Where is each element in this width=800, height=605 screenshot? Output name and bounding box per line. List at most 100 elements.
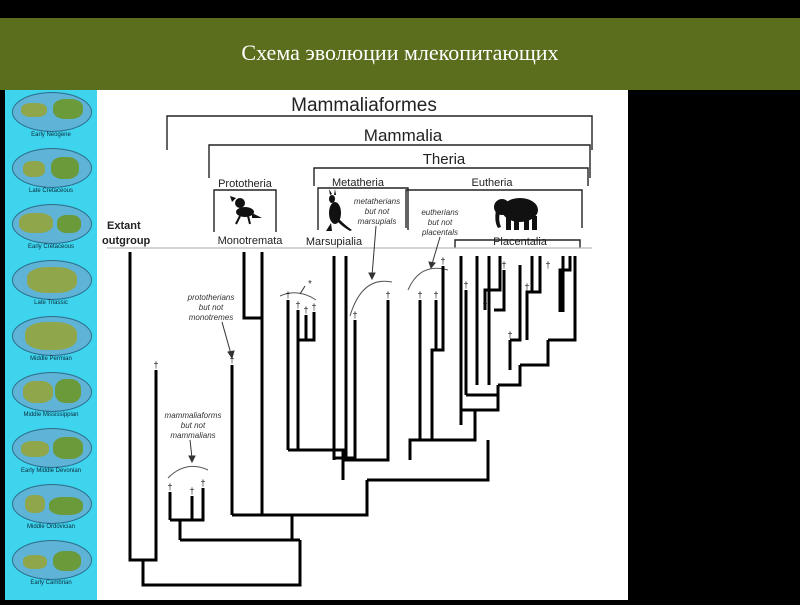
extinct-dagger: †	[524, 282, 529, 292]
branch-mammaliaforms-inner	[168, 492, 194, 522]
kangaroo-icon	[326, 189, 352, 231]
mammaliaformes-bracket	[166, 115, 593, 150]
globe-label: Late Triassic	[34, 300, 68, 306]
annotation-eutherians: placentals	[421, 228, 458, 237]
annotation-metatherians: but not	[365, 207, 390, 216]
annotation-prototherians: prototherians	[187, 293, 235, 302]
metatheria-bracket	[317, 187, 409, 230]
extant-outgroup-label: Extant	[107, 220, 141, 232]
globe-label: Early Middle Devonian	[20, 468, 82, 474]
globe-map-icon	[12, 148, 92, 188]
annotation-arrow	[299, 285, 306, 295]
globe-map-icon	[12, 92, 92, 132]
extinct-dagger: †	[167, 482, 172, 492]
extinct-arc	[279, 292, 317, 301]
globe-label: Middle Ordovician	[26, 524, 76, 530]
theria-bracket	[313, 167, 589, 186]
elephant-icon	[494, 198, 538, 230]
globe-label: Middle Permian	[30, 356, 72, 362]
branch-placentalia-a	[475, 385, 500, 412]
globe-map-icon	[12, 204, 92, 244]
extant-outgroup-label: outgroup	[102, 235, 151, 247]
annotation-metatherians: marsupials	[358, 217, 397, 226]
extinct-dagger: †	[295, 300, 300, 310]
phylogeny-diagram: Mammaliaformes Mammalia Theria Protother…	[102, 95, 593, 587]
phylogeny-panel: Mammaliaformes Mammalia Theria Protother…	[97, 90, 628, 600]
branch-mammalia	[290, 480, 369, 540]
extinct-dagger: †	[545, 260, 550, 270]
extinct-dagger: †	[303, 305, 308, 315]
branch-placentalia-f	[548, 256, 577, 342]
globe-map-icon	[12, 316, 92, 356]
theria-label: Theria	[423, 151, 466, 168]
mammaliaformes-label: Mammaliaformes	[291, 95, 437, 116]
branch-theria	[367, 440, 490, 482]
cladogram	[128, 252, 577, 587]
annotation-arrow	[221, 321, 232, 355]
globe-label: Late Cretaceous	[28, 188, 74, 194]
globe-map-icon	[12, 540, 92, 580]
platypus-icon	[230, 196, 262, 225]
eutheria-bracket	[405, 189, 583, 228]
placentalia-label: Placentalia	[493, 236, 548, 248]
mammalia-bracket	[208, 144, 591, 178]
extinct-dagger: †	[507, 330, 512, 340]
branch-placentalia-b	[464, 256, 498, 397]
branch-eutheria	[408, 410, 477, 460]
extinct-arc	[167, 465, 209, 479]
branch-placentalia-d	[483, 256, 506, 312]
placentalia-bracket	[454, 239, 581, 248]
branch-outgroup	[128, 252, 158, 562]
branch-monotremata	[242, 252, 264, 515]
extinct-dagger: †	[417, 290, 422, 300]
extinct-dagger: †	[200, 478, 205, 488]
extinct-dagger: †	[433, 290, 438, 300]
branch-placentalia-e	[520, 256, 550, 367]
extinct-dagger: †	[501, 260, 506, 270]
globe-label: Middle Mississippian	[23, 412, 79, 418]
globe-map-icon	[12, 260, 92, 300]
annotation-mammaliaforms: mammalians	[170, 431, 215, 440]
extinct-dagger: †	[189, 486, 194, 496]
slide-title: Схема эволюции млекопитающих	[241, 40, 559, 65]
branch-marsupialia	[332, 256, 357, 460]
branch-extinct-metatheria	[296, 310, 316, 450]
monotremata-label: Monotremata	[218, 235, 284, 247]
extinct-dagger: †	[440, 256, 445, 266]
annotation-arrow	[431, 236, 441, 265]
prototheria-label: Prototheria	[218, 178, 273, 190]
extinct-dagger: †	[385, 290, 390, 300]
title-bar: Схема эволюции млекопитающих	[0, 18, 800, 90]
branch-metatheria	[341, 300, 390, 480]
annotation-prototherians: but not	[199, 303, 224, 312]
extinct-dagger: †	[229, 355, 234, 365]
annotation-arrow	[189, 439, 193, 459]
branch-extinct-eutheria	[418, 266, 445, 440]
annotation-prototherians: monotremes	[189, 313, 233, 322]
globe-map-icon	[12, 372, 92, 412]
branch-root	[141, 540, 302, 587]
extinct-dagger: †	[311, 302, 316, 312]
paleogeography-strip: Early Neogene Late Cretaceous Early Cret…	[5, 90, 97, 600]
extinct-dagger: †	[153, 360, 158, 370]
extinct-dagger: †	[463, 280, 468, 290]
eutheria-label: Eutheria	[472, 177, 514, 189]
annotation-eutherians: but not	[428, 218, 453, 227]
globe-map-icon	[12, 484, 92, 524]
annotation-metatherians: metatherians	[354, 197, 400, 206]
asterisk-label: *	[308, 279, 312, 290]
extinct-arc	[349, 280, 393, 317]
globe-label: Early Cretaceous	[27, 244, 75, 250]
annotation-mammaliaforms: but not	[181, 421, 206, 430]
mammalia-label: Mammalia	[364, 126, 443, 145]
extinct-dagger: †	[482, 300, 487, 310]
annotation-arrow	[371, 225, 377, 277]
globe-label: Early Cambrian	[30, 580, 72, 586]
globe-label: Early Neogene	[31, 132, 71, 138]
globe-map-icon	[12, 428, 92, 468]
marsupialia-label: Marsupialia	[306, 236, 363, 248]
extinct-dagger: †	[352, 310, 357, 320]
branch-placentalia-c	[498, 265, 522, 387]
annotation-mammaliaforms: mammaliaforms	[165, 411, 222, 420]
annotation-eutherians: eutherians	[421, 208, 458, 217]
